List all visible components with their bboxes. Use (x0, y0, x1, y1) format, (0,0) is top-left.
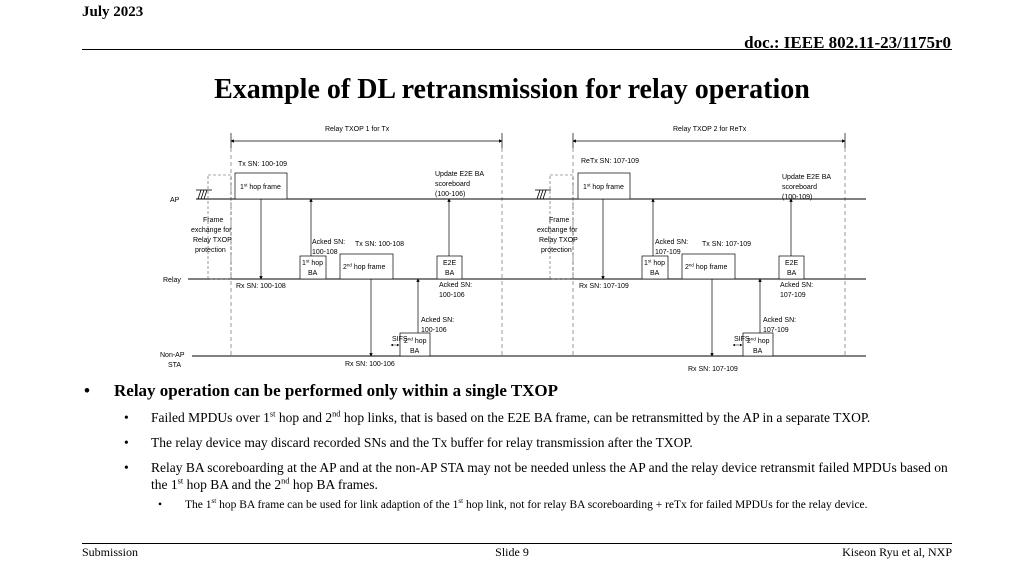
svg-text:1st hop frame: 1st hop frame (240, 183, 281, 192)
row-label-ap: AP (170, 197, 180, 204)
svg-text:100-108: 100-108 (312, 249, 338, 256)
svg-text:(100-106): (100-106) (435, 191, 465, 198)
svg-text:Acked SN:: Acked SN: (312, 239, 345, 246)
retx-sn-label: ReTx SN: 107-109 (581, 158, 639, 165)
backoff-mark-1 (196, 189, 212, 200)
footer-slide-number: Slide 9 (495, 545, 529, 559)
svg-text:SIFS: SIFS (734, 336, 750, 343)
relay-1st-hop-ba (299, 255, 327, 280)
svg-text:BA: BA (308, 270, 318, 277)
footer-divider (82, 543, 952, 544)
footer-authors: Kiseon Ryu et al, NXP (842, 545, 952, 559)
ap-1st-hop-frame-retx (577, 172, 631, 200)
svg-text:Acked SN:: Acked SN: (763, 317, 796, 324)
relay-1st-hop-ba-retx (641, 255, 669, 280)
svg-text:BA: BA (445, 270, 455, 277)
svg-text:1st hop: 1st hop (644, 259, 665, 268)
slide-title: Example of DL retransmission for relay o… (214, 74, 810, 105)
sta-2nd-hop-ba-retx (742, 332, 774, 357)
relay-2nd-hop-frame-retx (681, 253, 736, 280)
svg-text:100-106: 100-106 (439, 292, 465, 299)
svg-text:SIFS: SIFS (392, 336, 408, 343)
bullet-discard: •The relay device may discard recorded S… (124, 435, 693, 450)
bullet-main: •Relay operation can be performed only w… (84, 381, 559, 400)
relay-e2e-ba-retx (778, 255, 805, 280)
svg-text:Tx SN: 107-109: Tx SN: 107-109 (702, 241, 751, 248)
svg-text:107-109: 107-109 (655, 249, 681, 256)
header-date: July 2023 (82, 4, 144, 20)
svg-text:BA: BA (410, 348, 420, 355)
txop1-label: Relay TXOP 1 for Tx (325, 126, 390, 133)
svg-text:1st hop frame: 1st hop frame (583, 183, 624, 192)
svg-text:Tx SN: 100-108: Tx SN: 100-108 (355, 241, 404, 248)
bullet-retransmit: •Failed MPDUs over 1st hop and 2nd hop l… (124, 409, 871, 425)
svg-text:Rx SN: 107-109: Rx SN: 107-109 (688, 366, 738, 373)
header-divider (82, 49, 952, 50)
txop2-label: Relay TXOP 2 for ReTx (673, 126, 747, 133)
svg-text:1st hop: 1st hop (302, 259, 323, 268)
svg-text:Rx SN: 107-109: Rx SN: 107-109 (579, 283, 629, 290)
svg-text:Rx SN: 100-106: Rx SN: 100-106 (345, 361, 395, 368)
row-label-relay: Relay (163, 277, 181, 284)
svg-text:Relay TXOP: Relay TXOP (539, 237, 578, 244)
sta-2nd-hop-ba (399, 332, 431, 357)
svg-text:Acked SN:: Acked SN: (780, 282, 813, 289)
svg-text:E2E: E2E (443, 260, 457, 267)
svg-text:exchange for: exchange for (191, 227, 232, 234)
svg-text:E2E: E2E (785, 260, 799, 267)
tx-sn-label: Tx SN: 100-109 (238, 161, 287, 168)
svg-text:BA: BA (787, 270, 797, 277)
svg-text:2nd hop: 2nd hop (747, 337, 770, 346)
svg-text:100-106: 100-106 (421, 327, 447, 334)
svg-text:Acked SN:: Acked SN: (655, 239, 688, 246)
svg-text:2nd hop frame: 2nd hop frame (343, 263, 385, 272)
svg-text:2nd hop: 2nd hop (404, 337, 427, 346)
bullet-list: •Relay operation can be performed only w… (82, 381, 962, 513)
svg-text:Frame: Frame (549, 217, 569, 224)
svg-text:BA: BA (753, 348, 763, 355)
svg-text:Acked SN:: Acked SN: (439, 282, 472, 289)
svg-text:scoreboard: scoreboard (435, 181, 470, 188)
svg-text:Acked SN:: Acked SN: (421, 317, 454, 324)
header-doc-id: doc.: IEEE 802.11-23/1175r0 (744, 33, 951, 52)
svg-text:protection: protection (541, 247, 572, 254)
footer-submission: Submission (82, 545, 139, 559)
svg-text:107-109: 107-109 (780, 292, 806, 299)
svg-text:scoreboard: scoreboard (782, 184, 817, 191)
rx-sn-relay-label: Rx SN: 100-108 (236, 283, 286, 290)
svg-text:Update E2E BA: Update E2E BA (782, 174, 831, 181)
relay-2nd-hop-frame (339, 253, 394, 280)
row-label-nonap: Non-AP (160, 352, 185, 359)
frame-exchange-box-2 (549, 174, 574, 280)
row-label-sta: STA (168, 362, 181, 369)
svg-text:exchange for: exchange for (537, 227, 578, 234)
svg-text:107-109: 107-109 (763, 327, 789, 334)
svg-text:Frame: Frame (203, 217, 223, 224)
svg-text:Update E2E BA: Update E2E BA (435, 171, 484, 178)
relay-timing-diagram: Relay TXOP 1 for Tx Relay TXOP 2 for ReT… (160, 126, 866, 373)
svg-text:Relay TXOP: Relay TXOP (193, 237, 232, 244)
backoff-mark-2 (535, 189, 551, 200)
svg-text:(100-109): (100-109) (782, 194, 812, 201)
relay-e2e-ba (436, 255, 463, 280)
svg-text:BA: BA (650, 270, 660, 277)
frame-exchange-box-1 (207, 174, 232, 280)
svg-text:2nd hop frame: 2nd hop frame (685, 263, 727, 272)
bullet-link-adaption: •The 1st hop BA frame can be used for li… (158, 497, 868, 511)
svg-text:protection: protection (195, 247, 226, 254)
bullet-scoreboarding: •Relay BA scoreboarding at the AP and at… (124, 460, 948, 492)
